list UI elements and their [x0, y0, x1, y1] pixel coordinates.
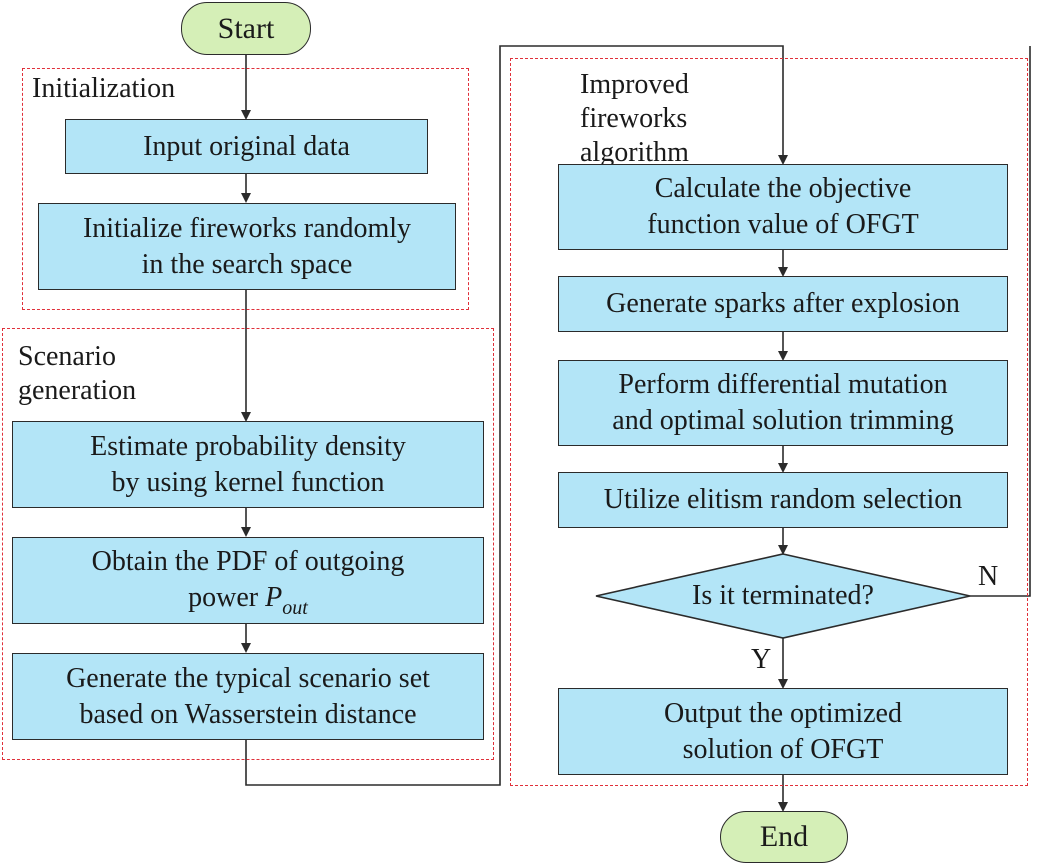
group-improved-fireworks: [510, 58, 1028, 786]
end-terminal: End: [720, 811, 848, 863]
step-obtain-pdf-variable: P: [265, 581, 283, 613]
group-initialization-label: Initialization: [32, 73, 176, 104]
step-obtain-pdf: Obtain the PDF of outgoing power Pout: [12, 537, 484, 624]
step-obtain-pdf-subscript: out: [282, 596, 308, 619]
decision-yes-label: Y: [751, 644, 772, 675]
step-calculate-objective: Calculate the objective function value o…: [558, 164, 1008, 250]
step-generate-typical-scenarios: Generate the typical scenario set based …: [12, 653, 484, 740]
decision-diamond: [595, 553, 971, 639]
start-terminal: Start: [181, 2, 311, 55]
step-initialize-fireworks: Initialize fireworks randomly in the sea…: [38, 203, 456, 290]
loop-back-no: [970, 46, 1031, 597]
step-obtain-pdf-text: Obtain the PDF of outgoing power: [91, 545, 405, 613]
step-output-optimized-solution: Output the optimized solution of OFGT: [558, 688, 1008, 775]
decision-question: Is it terminated?: [692, 580, 874, 611]
step-elitism-selection: Utilize elitism random selection: [558, 472, 1008, 528]
group-improved-fireworks-label: Improved fireworks algorithm: [580, 69, 689, 168]
step-differential-mutation: Perform differential mutation and optima…: [558, 360, 1008, 446]
decision-no-label: N: [978, 561, 999, 592]
group-initialization: [22, 68, 469, 310]
group-scenario-generation: [2, 328, 494, 760]
connector-scenario-to-ifa: [245, 45, 788, 786]
step-generate-sparks: Generate sparks after explosion: [558, 276, 1008, 332]
group-scenario-generation-label: Scenario generation: [18, 341, 137, 406]
step-input-original-data: Input original data: [65, 119, 428, 174]
step-estimate-probability-density: Estimate probability density by using ke…: [12, 421, 484, 508]
